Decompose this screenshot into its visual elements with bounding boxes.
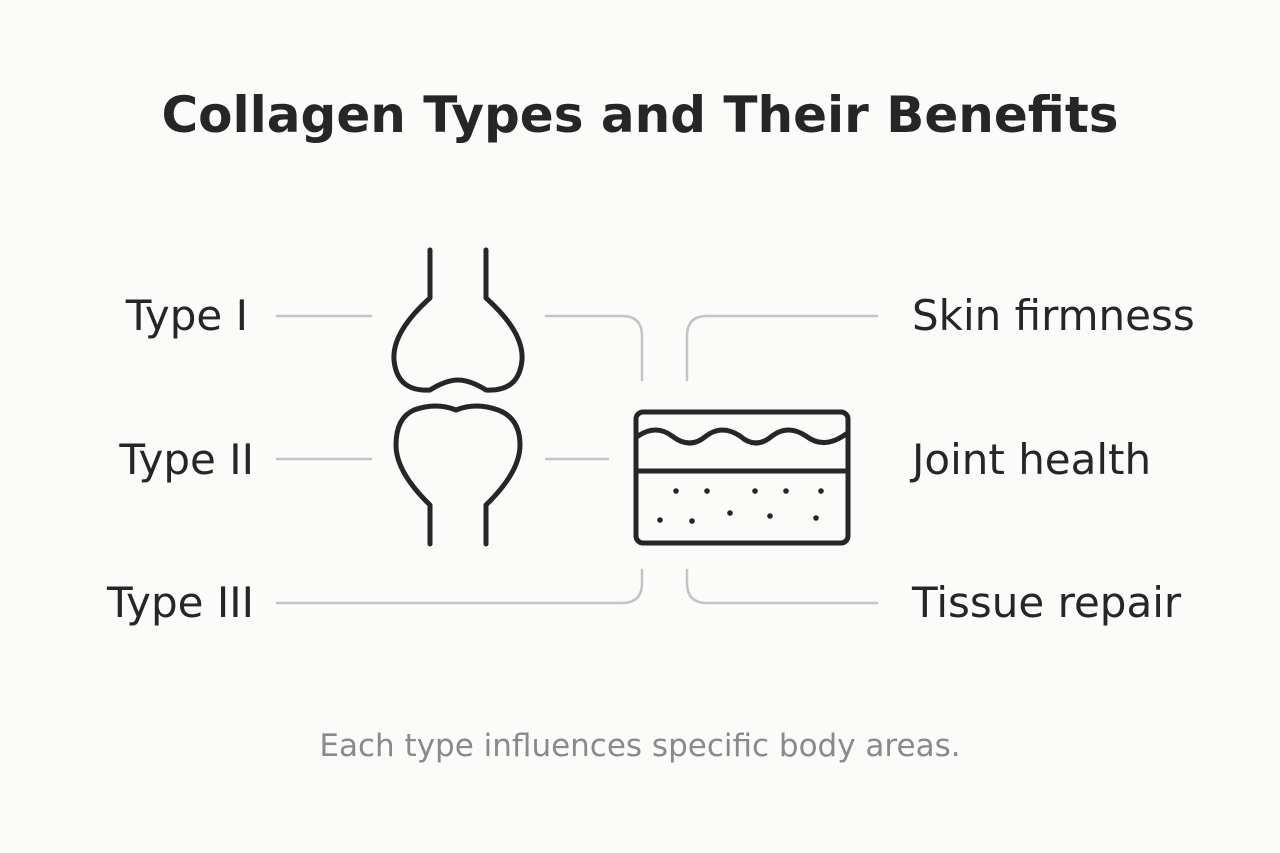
skin-firmness-label: Skin firmness xyxy=(912,291,1195,340)
skin-layer-icon xyxy=(633,409,851,546)
type-iii-label: Type III xyxy=(106,578,254,627)
type-ii-label: Type II xyxy=(118,435,254,484)
skin-firmness-connector xyxy=(685,314,879,382)
tissue-repair-label: Tissue repair xyxy=(911,578,1182,627)
type-i-label: Type I xyxy=(125,291,248,340)
tissue-repair-connector xyxy=(685,568,879,605)
knee-joint-icon xyxy=(391,247,525,547)
skin-dots xyxy=(657,488,824,524)
caption: Each type influences specific body areas… xyxy=(319,728,961,764)
page-title: Collagen Types and Their Benefits xyxy=(161,86,1119,144)
joint-to-skin-connector-left xyxy=(544,314,644,382)
joint-health-label: Joint health xyxy=(909,435,1151,484)
type-iii-connector xyxy=(275,568,644,605)
